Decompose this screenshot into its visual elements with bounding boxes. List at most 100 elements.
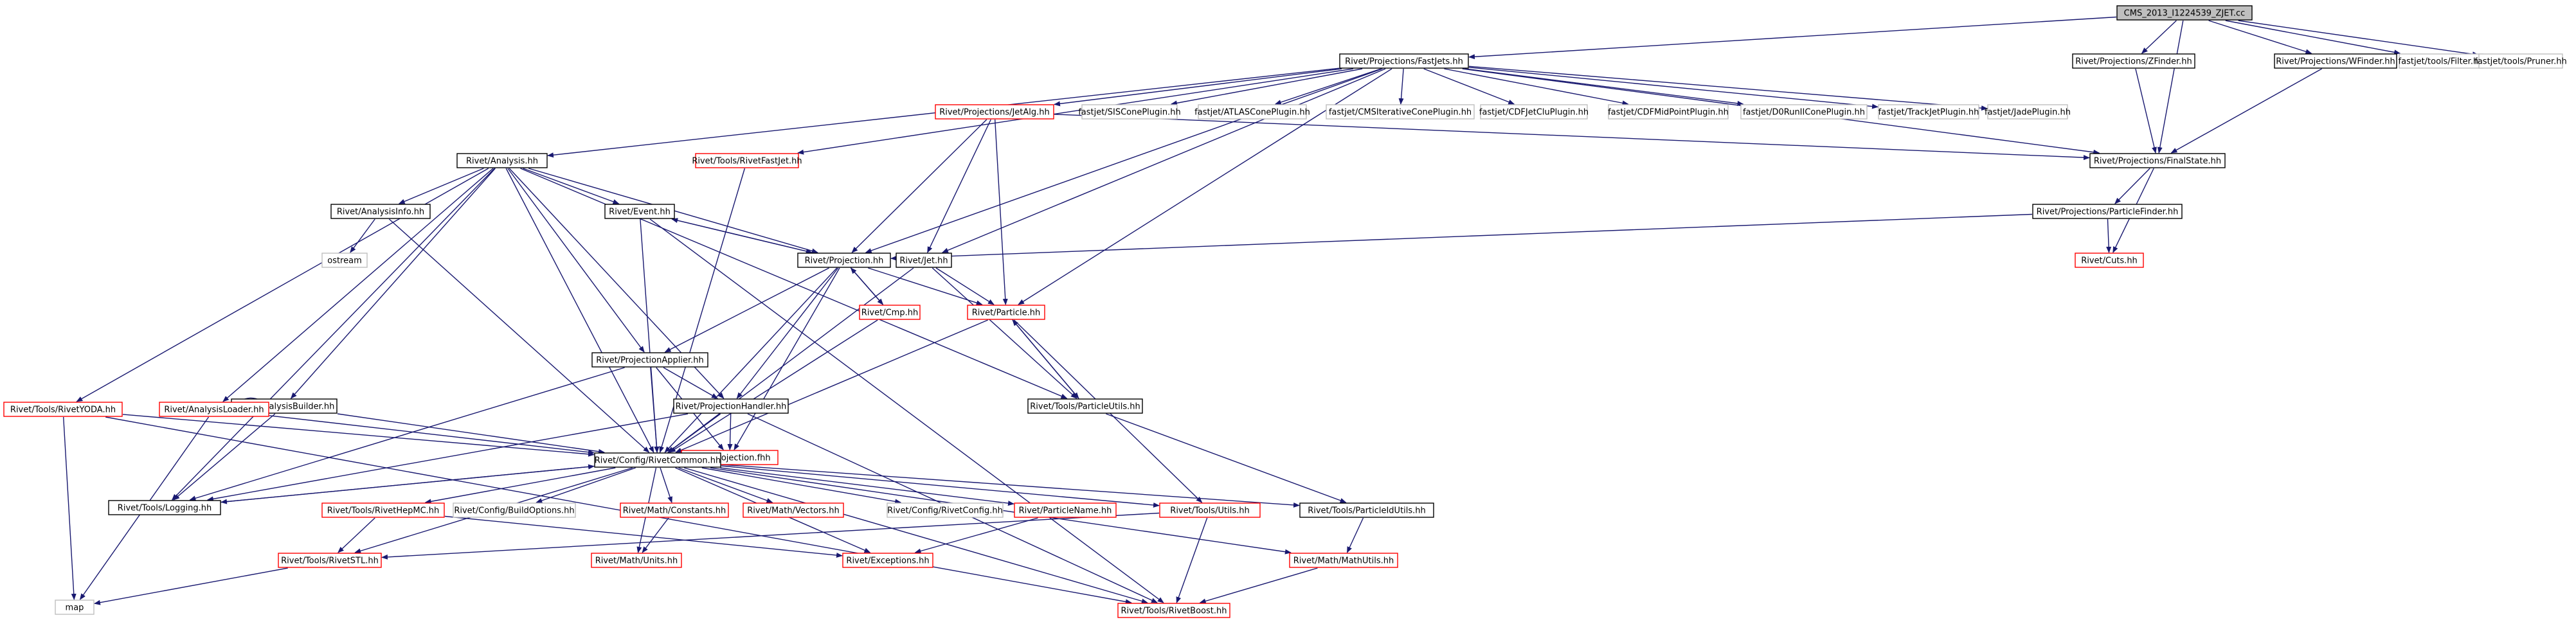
node-projectionapplier[interactable]: Rivet/ProjectionApplier.hh	[591, 352, 708, 368]
edge-jetalg-to-projection	[851, 119, 987, 253]
node-filter[interactable]: fastjet/tools/Filter.hh	[2399, 53, 2484, 69]
edge-rivethepmc-to-rivetstl	[338, 517, 375, 553]
edge-analysisinfo-to-ostream	[350, 218, 375, 253]
node-rivetconfig[interactable]: Rivet/Config/RivetConfig.hh	[887, 502, 1004, 518]
node-label-rivetconfig: Rivet/Config/RivetConfig.hh	[887, 506, 1003, 516]
node-mathunits[interactable]: Rivet/Math/Units.hh	[591, 553, 682, 568]
node-particle[interactable]: Rivet/Particle.hh	[967, 305, 1045, 320]
edge-jet-to-particleutils	[932, 267, 1077, 399]
node-cuts[interactable]: Rivet/Cuts.hh	[2075, 253, 2144, 268]
edge-rivetfastjet-to-rivetcommon	[659, 168, 746, 453]
node-box-buildoptions	[453, 502, 576, 518]
node-particleidutils[interactable]: Rivet/Tools/ParticleIdUtils.hh	[1299, 502, 1434, 518]
node-mathconstants[interactable]: Rivet/Math/Constants.hh	[620, 502, 729, 518]
node-wfinder[interactable]: Rivet/Projections/WFinder.hh	[2274, 53, 2397, 69]
node-jet[interactable]: Rivet/Jet.hh	[896, 253, 952, 268]
node-label-projectionapplier: Rivet/ProjectionApplier.hh	[596, 356, 703, 366]
node-box-rivetboost	[1117, 603, 1230, 618]
edge-rivetyoda-to-map	[63, 416, 77, 600]
node-rivetfastjet[interactable]: Rivet/Tools/RivetFastJet.hh	[692, 153, 802, 168]
node-zfinder[interactable]: Rivet/Projections/ZFinder.hh	[2072, 53, 2195, 69]
node-buildoptions[interactable]: Rivet/Config/BuildOptions.hh	[453, 502, 576, 518]
node-label-particleutils: Rivet/Tools/ParticleUtils.hh	[1030, 402, 1140, 412]
edge-rivetcommon-to-toolsutils	[721, 465, 1160, 508]
edge-jet-to-rivetcommon	[667, 267, 914, 453]
node-atlascone[interactable]: fastjet/ATLASConePlugin.hh	[1194, 104, 1310, 120]
node-jade[interactable]: fastjet/JadePlugin.hh	[1985, 104, 2071, 120]
edge-analysis-to-analysisbuilder	[290, 168, 496, 399]
node-rivetcommon[interactable]: Rivet/Config/RivetCommon.hh	[594, 452, 721, 468]
node-box-jade	[1987, 104, 2068, 120]
node-toolsutils[interactable]: Rivet/Tools/Utils.hh	[1159, 502, 1261, 518]
node-box-rivetstl	[278, 553, 382, 568]
edge-toolsutils-to-rivetstl	[381, 512, 1160, 560]
edge-projection-to-rivetcommon	[664, 267, 838, 453]
node-label-mathvectors: Rivet/Math/Vectors.hh	[747, 506, 840, 516]
edge-analysis-to-particleutils	[520, 168, 1068, 399]
node-box-rivetyoda	[3, 402, 123, 417]
node-mathutils[interactable]: Rivet/Math/MathUtils.hh	[1289, 553, 1398, 568]
node-label-jet: Rivet/Jet.hh	[899, 256, 948, 266]
node-fastjets[interactable]: Rivet/Projections/FastJets.hh	[1339, 53, 1469, 69]
edge-analysis-to-rivetyoda	[76, 168, 489, 402]
node-rivetyoda[interactable]: Rivet/Tools/RivetYODA.hh	[3, 402, 123, 417]
node-jetalg[interactable]: Rivet/Projections/JetAlg.hh	[935, 104, 1054, 120]
edge-fastjets-to-jet	[941, 68, 1386, 253]
node-label-particlefinder: Rivet/Projections/ParticleFinder.hh	[2037, 208, 2179, 217]
node-label-rivetyoda: Rivet/Tools/RivetYODA.hh	[10, 405, 116, 415]
node-box-rivetconfig	[887, 502, 1004, 518]
node-label-rivethepmc: Rivet/Tools/RivetHepMC.hh	[327, 506, 440, 516]
node-box-cuts	[2075, 253, 2144, 268]
edge-projectionhandler-to-logging	[206, 413, 689, 502]
edge-analysis-to-projectionapplier	[507, 168, 645, 353]
node-particlefinder[interactable]: Rivet/Projections/ParticleFinder.hh	[2032, 204, 2183, 219]
node-root[interactable]: CMS_2013_I1224539_ZJET.cc	[2116, 5, 2253, 21]
edge-rivetyoda-to-rivetcommon	[122, 414, 595, 457]
node-label-cdfmidpoint: fastjet/CDFMidPointPlugin.hh	[1608, 108, 1729, 118]
node-ostream[interactable]: ostream	[321, 253, 368, 268]
node-siscone[interactable]: fastjet/SISConePlugin.hh	[1078, 104, 1181, 120]
node-cdfmidpoint[interactable]: fastjet/CDFMidPointPlugin.hh	[1608, 104, 1729, 120]
node-layer: CMS_2013_I1224539_ZJET.ccRivet/Projectio…	[3, 5, 2567, 618]
node-analysis[interactable]: Rivet/Analysis.hh	[456, 153, 548, 168]
node-particleutils[interactable]: Rivet/Tools/ParticleUtils.hh	[1027, 398, 1143, 414]
node-projection[interactable]: Rivet/Projection.hh	[797, 253, 891, 268]
node-box-rivetcommon	[594, 452, 721, 468]
node-cmp[interactable]: Rivet/Cmp.hh	[859, 305, 921, 320]
node-event[interactable]: Rivet/Event.hh	[604, 204, 675, 219]
node-label-particleidutils: Rivet/Tools/ParticleIdUtils.hh	[1308, 506, 1426, 516]
edge-rivetcommon-to-particleidutils	[721, 464, 1300, 508]
node-label-trackjet: fastjet/TrackJetPlugin.hh	[1878, 108, 1979, 118]
node-d0run[interactable]: fastjet/D0RunIIConePlugin.hh	[1740, 104, 1868, 120]
node-box-pruner	[2478, 53, 2563, 69]
node-analysisloader[interactable]: Rivet/AnalysisLoader.hh	[159, 402, 269, 417]
edge-rivethepmc-to-exceptions	[444, 515, 843, 558]
node-box-cmscone	[1326, 104, 1475, 120]
node-label-cmp: Rivet/Cmp.hh	[861, 308, 918, 318]
node-trackjet[interactable]: fastjet/TrackJetPlugin.hh	[1878, 104, 1979, 120]
node-exceptions[interactable]: Rivet/Exceptions.hh	[842, 553, 933, 568]
edge-root-to-pruner	[2238, 20, 2479, 57]
edge-particle-to-rivetcommon	[675, 319, 988, 453]
node-logging[interactable]: Rivet/Tools/Logging.hh	[108, 500, 221, 515]
edge-rivetcommon-to-mathvectors	[678, 467, 773, 503]
node-mathvectors[interactable]: Rivet/Math/Vectors.hh	[743, 502, 844, 518]
node-cmscone[interactable]: fastjet/CMSIterativeConePlugin.hh	[1326, 104, 1475, 120]
node-projectionhandler[interactable]: Rivet/ProjectionHandler.hh	[673, 398, 789, 414]
node-analysisinfo[interactable]: Rivet/AnalysisInfo.hh	[330, 204, 431, 219]
node-box-root	[2116, 5, 2253, 21]
node-label-jade: fastjet/JadePlugin.hh	[1985, 108, 2071, 118]
node-particlename[interactable]: Rivet/ParticleName.hh	[1014, 502, 1117, 518]
edge-projection-to-event	[671, 218, 812, 253]
node-map[interactable]: map	[55, 600, 95, 615]
node-rivetstl[interactable]: Rivet/Tools/RivetSTL.hh	[278, 553, 382, 568]
edge-jetalg-to-jet	[927, 119, 991, 253]
node-finalstate[interactable]: Rivet/Projections/FinalState.hh	[2089, 153, 2226, 168]
node-label-event: Rivet/Event.hh	[609, 208, 671, 217]
edge-projection-to-projectionhandler	[736, 267, 839, 399]
node-pruner[interactable]: fastjet/tools/Pruner.hh	[2474, 53, 2567, 69]
node-label-particle: Rivet/Particle.hh	[972, 308, 1040, 318]
node-cdfjetclu[interactable]: fastjet/CDFJetCluPlugin.hh	[1479, 104, 1589, 120]
node-rivethepmc[interactable]: Rivet/Tools/RivetHepMC.hh	[321, 502, 445, 518]
node-rivetboost[interactable]: Rivet/Tools/RivetBoost.hh	[1117, 603, 1230, 618]
